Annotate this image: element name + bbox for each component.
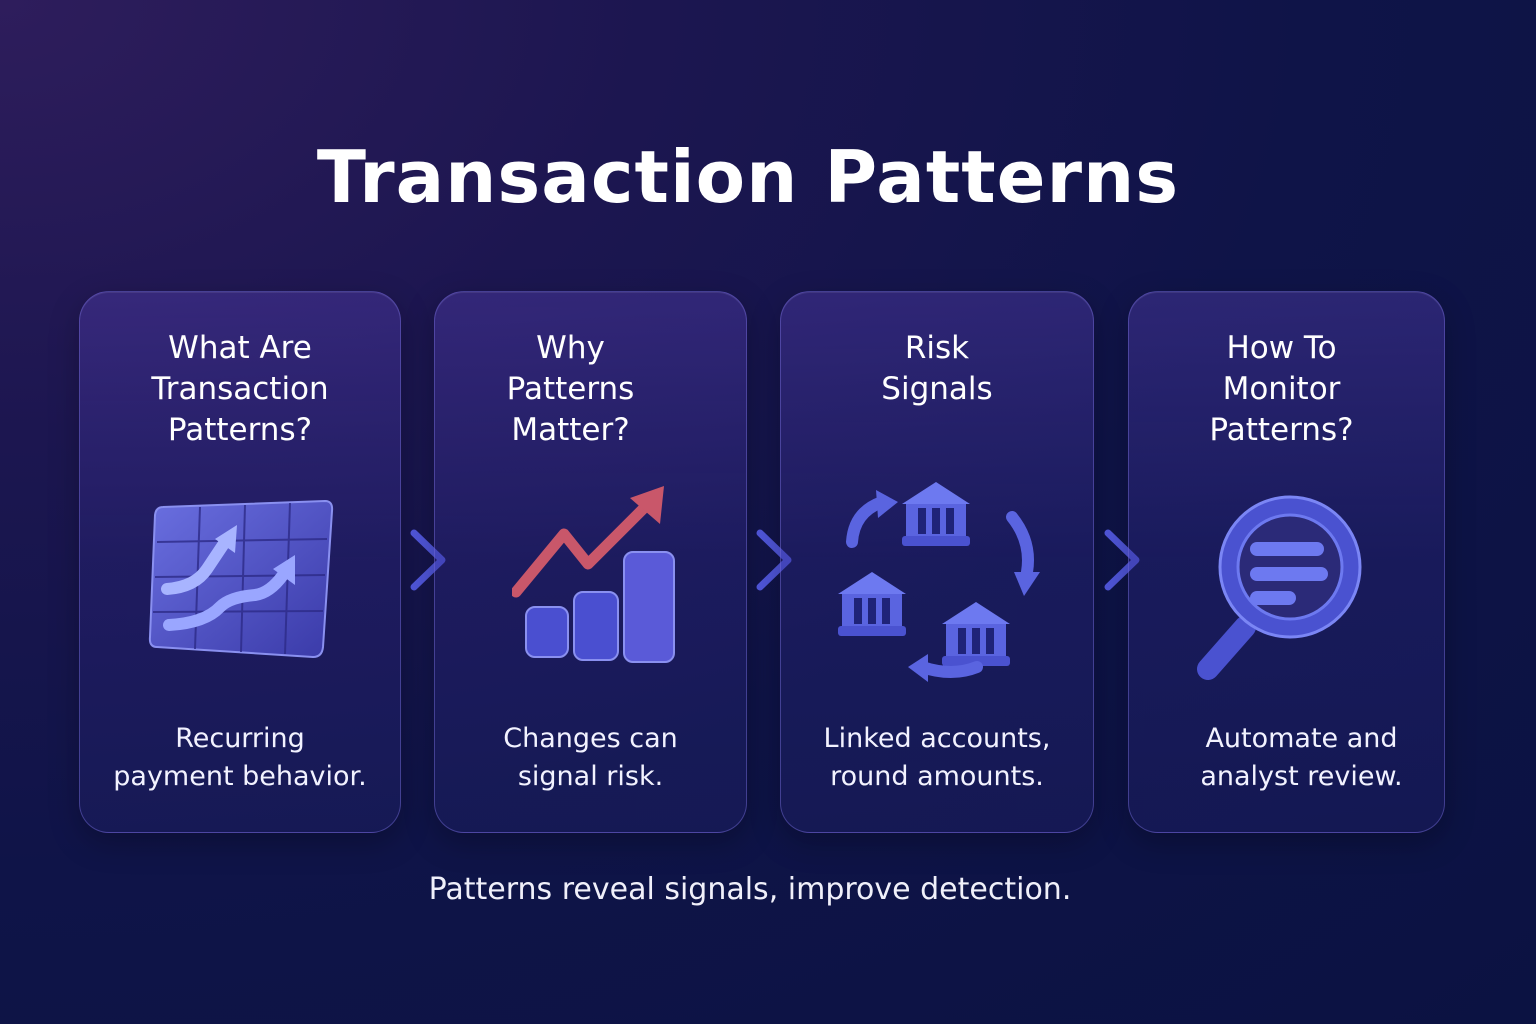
card-title-line: What Are xyxy=(168,330,312,366)
card-title-line: Patterns? xyxy=(1209,412,1354,448)
card-title-line: Monitor xyxy=(1222,371,1341,407)
card-what-are-patterns: What Are Transaction Patterns? Recurring… xyxy=(79,291,401,833)
card-desc-line: round amounts. xyxy=(830,761,1044,792)
footer-caption: Patterns reveal signals, improve detecti… xyxy=(428,872,1072,907)
card-title: How To Monitor Patterns? xyxy=(1119,328,1444,451)
card-title-line: Signals xyxy=(881,371,993,407)
card-desc-line: Linked accounts, xyxy=(823,723,1051,754)
card-title: What Are Transaction Patterns? xyxy=(80,328,400,451)
card-desc-line: payment behavior. xyxy=(113,761,367,792)
card-title-line: Patterns? xyxy=(167,412,313,448)
card-desc-line: analyst review. xyxy=(1200,761,1403,792)
card-description: Recurring payment behavior. xyxy=(80,720,400,796)
card-description: Linked accounts, round amounts. xyxy=(781,720,1093,796)
card-description: Changes can signal risk. xyxy=(435,720,746,796)
card-desc-line: Recurring xyxy=(175,723,305,754)
card-how-to-monitor: How To Monitor Patterns? Automate and an… xyxy=(1128,291,1445,833)
card-title: Risk Signals xyxy=(781,328,1093,410)
card-risk-signals: Risk Signals xyxy=(780,291,1094,833)
card-title-line: Risk xyxy=(904,330,970,366)
chevron-right-icon xyxy=(410,529,446,591)
card-title-line: Patterns xyxy=(506,371,635,407)
chart-grid-icon xyxy=(145,497,335,671)
trend-bars-icon xyxy=(510,482,682,676)
card-title-line: How To xyxy=(1226,330,1337,366)
magnifier-icon xyxy=(1190,487,1370,691)
chevron-right-icon xyxy=(1104,529,1140,591)
card-desc-line: signal risk. xyxy=(517,761,664,792)
card-title-line: Matter? xyxy=(511,412,630,448)
bank-cycle-icon xyxy=(832,472,1042,696)
card-title: Why Patterns Matter? xyxy=(395,328,746,451)
page-title: Transaction Patterns xyxy=(316,135,1180,219)
card-desc-line: Automate and xyxy=(1205,723,1398,754)
card-why-patterns-matter: Why Patterns Matter? Changes can signal … xyxy=(434,291,747,833)
card-title-line: Why xyxy=(536,330,605,366)
card-title-line: Transaction xyxy=(151,371,329,407)
card-description: Automate and analyst review. xyxy=(1159,720,1444,796)
chevron-right-icon xyxy=(756,529,792,591)
card-desc-line: Changes can xyxy=(503,723,678,754)
